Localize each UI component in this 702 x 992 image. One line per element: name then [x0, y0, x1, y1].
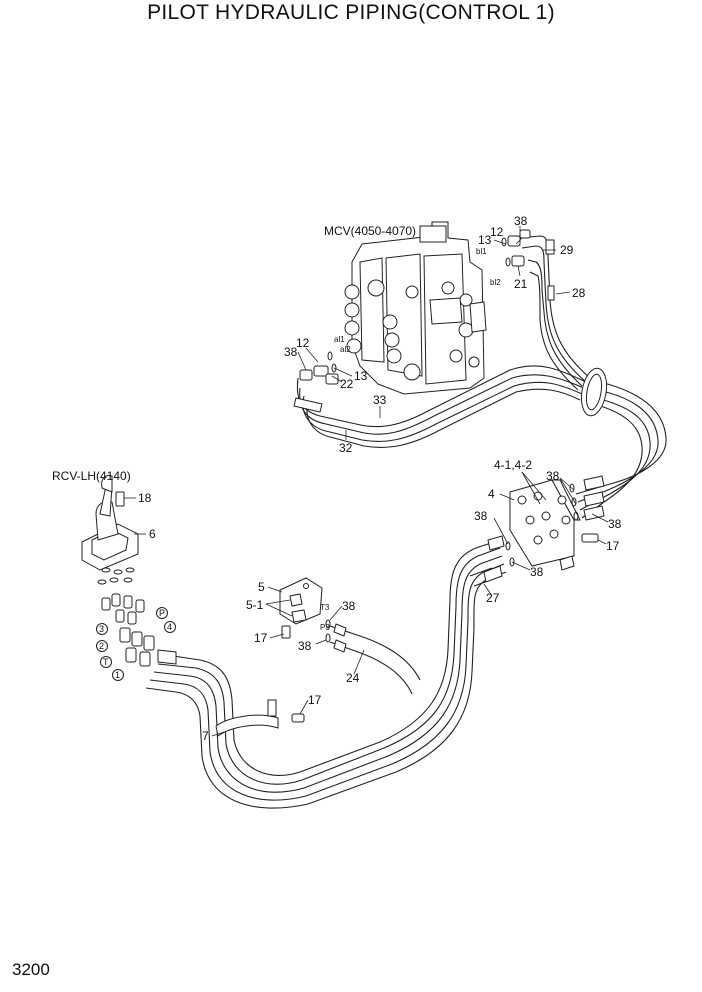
rcv-label: RCV-LH(4140) [52, 469, 131, 483]
port-marker-1: 1 [115, 670, 120, 680]
part-label-29: 29 [560, 243, 574, 257]
part-label-38: 38 [608, 517, 622, 531]
port-block-5 [279, 577, 323, 639]
part-label-7: 7 [202, 729, 209, 743]
part-label-12: 12 [296, 336, 310, 350]
part-label-6: 6 [149, 527, 156, 541]
part-label-38: 38 [514, 214, 528, 228]
part-label-18: 18 [138, 491, 152, 505]
part-label-38: 38 [298, 639, 312, 653]
part-label-38: 38 [342, 599, 356, 613]
part-label-13: 13 [354, 369, 368, 383]
part-label-13: 13 [478, 233, 492, 247]
part-label-38: 38 [284, 345, 298, 359]
port-label-al2: al2 [340, 345, 351, 354]
port-label-bl1: bl1 [476, 247, 487, 256]
port-label-bl2: bl2 [490, 278, 501, 287]
port-block-4 [509, 479, 581, 571]
leader-lines [124, 226, 609, 737]
part-label-28: 28 [572, 286, 586, 300]
part-label-33: 33 [373, 393, 387, 407]
port-label-p3: P3 [320, 623, 330, 632]
mcv-label: MCV(4050-4070) [324, 224, 416, 238]
part-label-4: 4 [488, 487, 495, 501]
part-label-5: 5 [258, 580, 265, 594]
part-label-12: 12 [490, 225, 504, 239]
port-marker-2: 2 [99, 641, 104, 651]
remote-control-valve-lh [81, 475, 155, 667]
diagram-labels: MCV(4050-4070) RCV-LH(4140) al1 al2 bl1 … [52, 214, 622, 743]
part-label-17: 17 [308, 693, 322, 707]
part-label-38: 38 [530, 565, 544, 579]
pilot-hoses [145, 235, 667, 809]
part-label-38: 38 [546, 469, 560, 483]
part-label-32: 32 [339, 441, 353, 455]
part-label-5-1: 5-1 [246, 598, 264, 612]
page-number: 3200 [12, 960, 50, 979]
part-label-27: 27 [486, 591, 500, 605]
part-label-4-1-4-2: 4-1,4-2 [494, 458, 532, 472]
part-label-17: 17 [254, 631, 268, 645]
port-marker-3: 3 [99, 624, 104, 634]
part-label-24: 24 [346, 671, 360, 685]
page-title: PILOT HYDRAULIC PIPING(CONTROL 1) [147, 1, 555, 24]
part-label-22: 22 [340, 377, 354, 391]
port-label-t3: T3 [320, 603, 330, 612]
port-marker-P: P [159, 608, 165, 618]
port-marker-T: T [103, 657, 109, 667]
part-label-17: 17 [606, 539, 620, 553]
port-marker-4: 4 [167, 622, 172, 632]
part-label-38: 38 [474, 509, 488, 523]
part-label-21: 21 [514, 277, 528, 291]
port-label-al1: al1 [334, 335, 345, 344]
main-control-valve [344, 221, 487, 395]
